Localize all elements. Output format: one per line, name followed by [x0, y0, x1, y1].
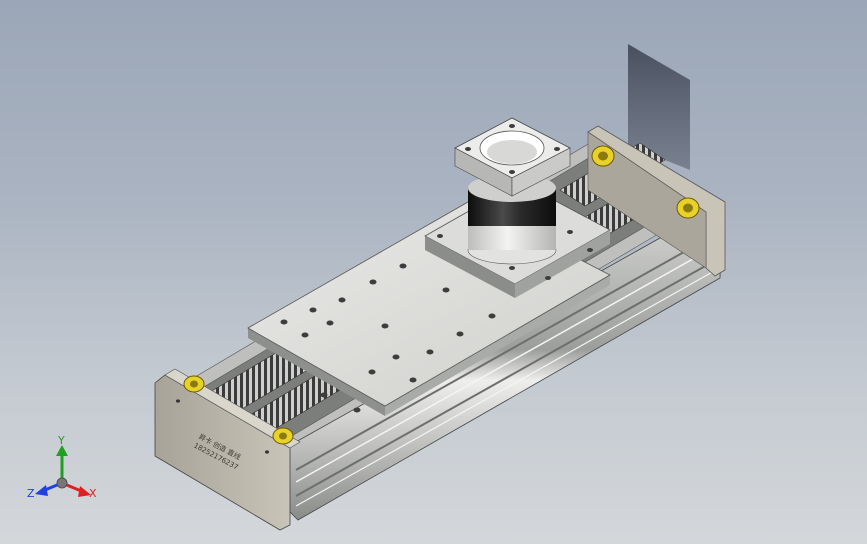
bearing-far-2 — [676, 197, 700, 219]
triad-origin — [56, 477, 68, 489]
end-plate-far-inner — [587, 131, 707, 269]
view-triad[interactable]: Y X Z — [27, 434, 97, 500]
motor-mount-base-front — [425, 236, 515, 298]
groove-3 — [295, 259, 717, 497]
triad-z-label: Z — [27, 487, 35, 500]
bearing-near-2 — [272, 427, 294, 445]
motor-mount-bolts — [437, 230, 593, 280]
bearing-near-1 — [183, 375, 205, 393]
triad-y-label: Y — [57, 434, 65, 447]
end-plate-screw-2 — [265, 450, 269, 454]
motor-flange-bolts — [465, 124, 560, 174]
groove-4 — [295, 269, 717, 507]
triad-x-label: X — [89, 487, 97, 500]
end-plate-screw-1 — [176, 399, 180, 403]
triad-y-arrow — [56, 445, 68, 456]
motor-mount-base-side — [515, 230, 610, 298]
bearing-far-1 — [591, 145, 615, 167]
triad-z-arrow — [35, 485, 48, 496]
motor-lower-band — [468, 226, 556, 250]
groove-1 — [295, 233, 717, 471]
motor-flange-bore-inner — [487, 140, 537, 164]
motor-flange-side — [511, 147, 571, 197]
top-plate-edge-front — [248, 328, 385, 416]
top-plate-edge-side — [385, 275, 610, 416]
background-shadow — [628, 44, 690, 170]
groove-2 — [295, 245, 717, 483]
top-plate-holes — [280, 263, 496, 413]
triad-x-arrow — [78, 486, 91, 497]
